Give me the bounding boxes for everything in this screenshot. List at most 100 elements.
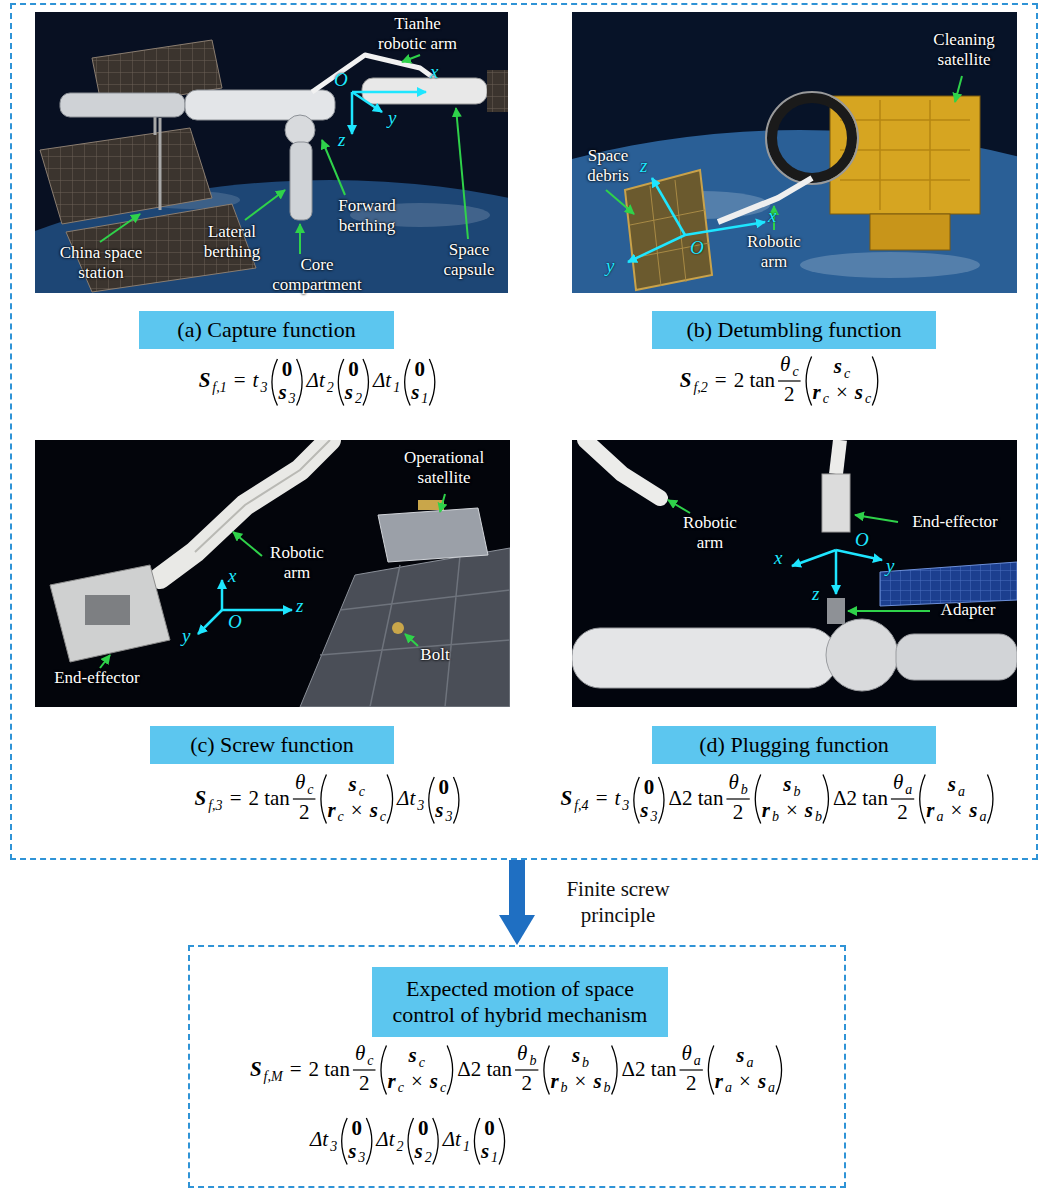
formula-symbol: Δ2 tan [457,1058,512,1081]
plugging-photo [822,474,850,532]
dashed-panel: (a) Capture function(b) Detumbling funct… [10,3,1038,860]
formula-symbol: S [680,369,692,392]
annotation-label: Lateral berthing [195,222,269,261]
detumbling-photo [625,170,712,290]
annotation-label: Space debris [577,146,639,185]
formula-symbol: Δt [373,369,391,392]
formula-symbol: Δt [307,369,325,392]
formula-symbol: 3 [260,380,267,395]
detumbling-photo [800,252,980,278]
formula-symbol: r [715,1070,723,1093]
capture-photo [185,90,335,120]
annotation-label: Cleaning satellite [918,30,1010,69]
formula-symbol: 2 [425,1150,432,1165]
formula-symbol: c [823,391,829,406]
formula-symbol: S [561,787,573,810]
formula-symbol: c [380,809,386,824]
fraction-bar [726,798,749,799]
parenthesis [381,1045,387,1094]
screw-photo [300,548,510,707]
parenthesis [363,359,369,406]
caption-text: (b) Detumbling function [686,317,901,343]
screw-photo [378,508,488,562]
formula-symbol: s [855,381,863,404]
formula-symbol: θ [893,771,903,794]
formula-symbol: θ [682,1042,692,1065]
formula-symbol: b [741,782,748,797]
formula-symbol: 0 [644,776,655,799]
formula-symbol: b [529,1053,536,1068]
capture-photo [159,118,162,210]
formula-symbol: c [440,1080,446,1095]
formula-symbol: 3 [330,1139,337,1154]
formula-symbol: 2 [397,1139,404,1154]
formula-symbol: f,2 [693,380,707,395]
capture-photo [290,142,312,220]
axis-label: O [228,612,242,633]
formula-symbol: Δ2 tan [669,787,724,810]
annotation-label: China space station [42,243,160,282]
annotation-label: Robotic arm [262,543,332,582]
plugging-photo [836,440,840,474]
formula-symbol: s [409,1044,417,1067]
parenthesis [408,1118,414,1165]
capture-photo [351,92,354,134]
fraction-bar [778,380,801,381]
formula-symbol: 3 [651,809,658,824]
caption-text: Expected motion of space control of hybr… [382,976,658,1029]
formula-symbol: 2 [733,801,744,824]
formula-symbol: s [481,1140,489,1163]
formula-symbol: 2 tan [248,787,289,810]
formula-symbol: 2 [327,380,334,395]
plugging-photo [585,440,660,498]
annotation-label: Operational satellite [388,448,500,487]
formula-symbol: a [725,1080,732,1095]
capture-photo [285,115,315,145]
formula-symbol: s [370,799,378,822]
formula-symbol: r [327,799,335,822]
formula-symbol: 2 [359,1072,370,1095]
screw-photo [320,556,510,707]
formula-symbol: r [926,799,934,822]
detumbling-photo [766,92,858,184]
detumbling-photo [870,214,950,250]
parenthesis [453,777,459,824]
formula-symbol: = [290,1058,302,1081]
formula-symbol: Δt [310,1128,328,1151]
formula-symbol: 2 [355,391,362,406]
formula-symbol: = [596,787,608,810]
flow-arrow [509,860,525,915]
formula-symbol: s [411,381,419,404]
formula-symbol: × [739,1070,751,1093]
formula-symbol: 2 [897,801,908,824]
formula-symbol: s [278,381,286,404]
formula-symbol: c [844,366,850,381]
formula-symbol: s [435,799,443,822]
axis-label: O [690,238,704,259]
capture-photo [100,214,140,242]
parenthesis [872,356,878,405]
parenthesis [297,359,303,406]
formula-symbol: 2 tan [734,369,775,392]
caption-text: (d) Plugging function [699,732,888,758]
formula-symbol: × [351,799,363,822]
plugging-photo [792,550,836,566]
detumbling-photo [652,178,685,235]
plugging-photo [827,598,845,624]
plugging-photo [836,550,882,560]
axis-label: x [228,566,236,587]
formula-symbol: 0 [414,358,425,381]
screw-photo [35,440,510,707]
parenthesis [544,1045,550,1094]
annotation-label: Tianhe robotic arm [370,14,465,53]
formula-symbol: × [575,1070,587,1093]
plugging-photo [826,619,898,691]
formula-symbol: × [411,1070,423,1093]
detumbling-photo [772,98,852,178]
formula-symbol: 1 [463,1139,470,1154]
formula-symbol: a [768,1080,775,1095]
formula-symbol: 0 [282,358,293,381]
parenthesis [366,1118,372,1165]
axis-label: x [774,548,782,569]
